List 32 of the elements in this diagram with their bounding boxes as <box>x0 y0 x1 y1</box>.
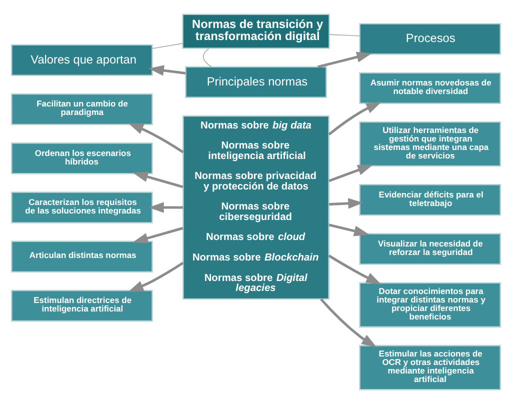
arrow <box>328 254 382 285</box>
node-box: Principales normas <box>185 66 327 98</box>
node-box: Evidenciar déficits para el teletrabajo <box>359 184 501 216</box>
node-box: Normas sobre big data Normas sobre inteligencia artificial Normas sobre privacidad y protección de datos Normas sobre ciberseguridad Normas sobre cloud Normas sobre Blockchain Normas sobre Digital legacies <box>182 115 330 300</box>
arrow <box>318 52 372 68</box>
node-box: Valores que aportan <box>11 44 153 76</box>
connector <box>202 48 212 68</box>
connector <box>152 43 183 49</box>
node-box: Procesos <box>359 23 501 55</box>
arrow <box>320 298 377 348</box>
arrow <box>132 226 184 244</box>
arrow <box>148 65 186 76</box>
node-box: Caracterizan los requisitos de las soluciones integradas <box>11 192 153 224</box>
node-box: Articulan distintas normas <box>11 240 153 273</box>
node-box: Estimulan directrices de inteligencia artificial <box>11 290 153 322</box>
arrow <box>328 198 364 209</box>
arrow <box>328 102 382 136</box>
node-box: Normas de transición y transformación digital <box>182 14 330 49</box>
node-box: Dotar conocimientos para integrar distintas normas y propiciar diferentes beneficios <box>359 282 501 328</box>
node-box: Estimular las acciones de OCR y otras actividades mediante inteligencia artificial <box>359 344 501 390</box>
arrow <box>128 262 184 292</box>
node-box: Utilizar herramientas de gestión que integran sistemas mediante una capa de servicios <box>359 121 501 167</box>
arrow <box>148 202 184 213</box>
node-box: Asumir normas novedosas de notable diversidad <box>359 72 501 104</box>
node-box: Facilitan un cambio de paradigma <box>11 93 153 126</box>
node-box: Ordenan los escenarios híbridos <box>11 142 153 174</box>
arrow <box>128 123 184 154</box>
arrow <box>328 224 370 236</box>
node-box: Visualizar la necesidad de reforzar la seguridad <box>359 233 501 265</box>
arrow <box>328 164 374 182</box>
connector <box>329 34 360 36</box>
arrow <box>132 172 184 188</box>
